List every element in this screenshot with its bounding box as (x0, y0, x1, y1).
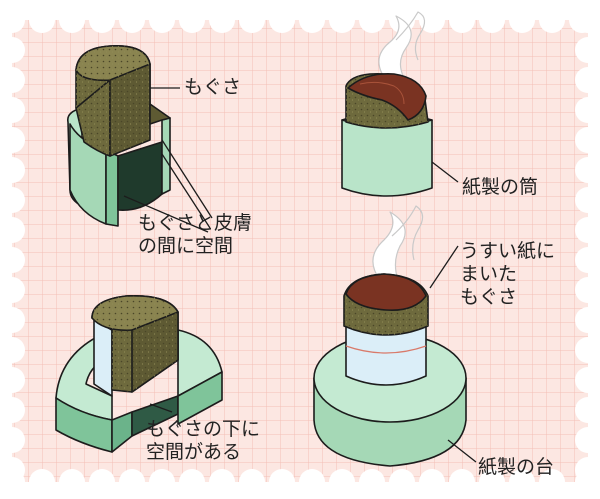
smoke-wisp (372, 211, 406, 281)
label-gap-under-line2: 空間がある (146, 441, 242, 463)
label-thin-paper: うすい紙に まいた もぐさ (460, 240, 555, 309)
moxa-on-cut-base (55, 295, 223, 453)
moxa-on-paper-tube (341, 11, 433, 197)
leader-paper-tube (431, 161, 459, 183)
label-thin-paper-line2: まいた (460, 263, 518, 285)
label-gap-under: もぐさの下に 空間がある (146, 418, 260, 464)
ember (347, 72, 427, 121)
leader-lines (123, 87, 477, 463)
wrapped-moxa-on-paper-base (313, 205, 467, 467)
label-gap-skin-line2: の間に空間 (138, 235, 234, 257)
leader-gap-skin-c (123, 195, 209, 233)
label-paper-tube: 紙製の筒 (462, 176, 539, 198)
ember (345, 273, 427, 312)
leader-gap-under (149, 403, 173, 413)
label-thin-paper-line3: もぐさ (460, 286, 518, 308)
leader-paper-base (447, 439, 477, 463)
label-gap-skin: もぐさと皮膚 の間に空間 (138, 212, 252, 258)
label-paper-base: 紙製の台 (478, 456, 555, 478)
leader-gap-skin-a (161, 139, 213, 219)
label-gap-skin-line1: もぐさと皮膚 (138, 212, 253, 234)
label-gap-under-line1: もぐさの下に (146, 418, 261, 440)
leader-thin-paper (429, 245, 459, 289)
label-mogusa: もぐさ (184, 76, 242, 98)
leader-gap-skin-b (161, 153, 211, 229)
moxa-on-tube-cutaway (66, 45, 171, 227)
label-thin-paper-line1: うすい紙に (460, 240, 556, 262)
